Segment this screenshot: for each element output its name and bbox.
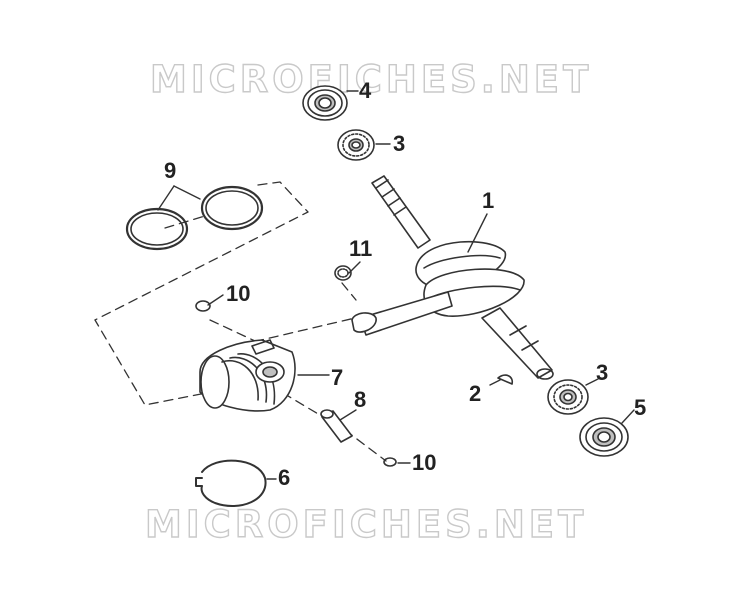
leader-lines bbox=[157, 90, 635, 480]
watermark-top: MICROFICHES.NET bbox=[149, 57, 593, 101]
part-10-clip-upper bbox=[195, 300, 211, 312]
part-2-woodruff-key bbox=[497, 374, 514, 385]
callout-1: 1 bbox=[482, 188, 495, 213]
part-piston bbox=[199, 339, 296, 412]
callout-11: 11 bbox=[349, 236, 373, 261]
callout-3-top: 3 bbox=[393, 131, 406, 156]
part-5-oil-seal bbox=[579, 417, 629, 457]
part-9-piston-rings bbox=[125, 185, 264, 251]
part-6-circlip bbox=[195, 459, 267, 507]
part-4-oil-seal bbox=[302, 85, 348, 121]
callout-10-lower: 10 bbox=[412, 450, 437, 475]
part-8-piston-pin bbox=[320, 409, 353, 443]
part-10-clip-lower bbox=[383, 457, 397, 467]
callout-5: 5 bbox=[634, 395, 647, 420]
part-1-crankshaft bbox=[371, 175, 554, 380]
callout-6: 6 bbox=[278, 465, 291, 490]
part-3-bearing-top bbox=[337, 129, 375, 161]
part-11-needle-bearing bbox=[334, 265, 352, 281]
callout-3-lower: 3 bbox=[596, 360, 609, 385]
callout-10-upper: 10 bbox=[226, 281, 251, 306]
callout-2: 2 bbox=[469, 381, 482, 406]
callout-4: 4 bbox=[359, 78, 372, 103]
callout-8: 8 bbox=[354, 387, 367, 412]
connecting-rod bbox=[351, 291, 453, 336]
callout-7: 7 bbox=[331, 365, 344, 390]
part-3-bearing-lower bbox=[547, 379, 589, 415]
callout-9: 9 bbox=[164, 158, 177, 183]
watermark-bottom: MICROFICHES.NET bbox=[144, 502, 588, 546]
